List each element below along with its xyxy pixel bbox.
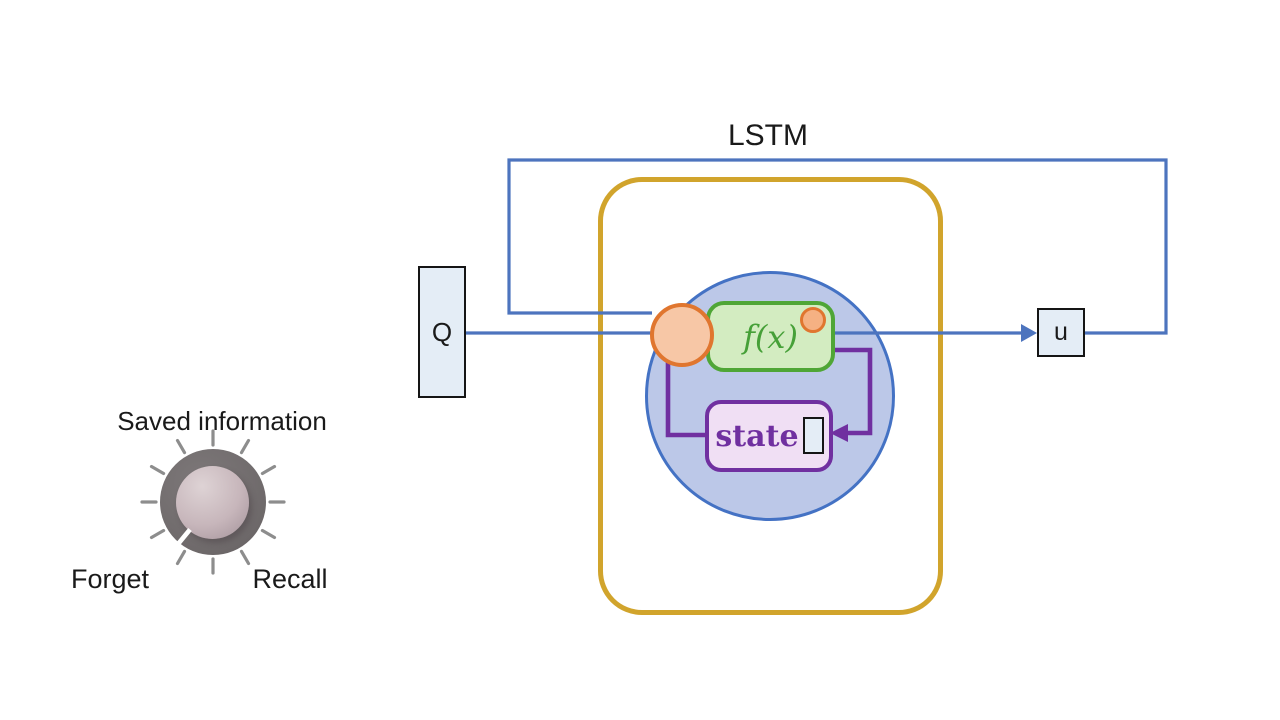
knob-tick [260,464,277,476]
feedback-loop-line [507,158,1168,335]
knob-tick [175,438,187,455]
knob-tick [175,549,187,566]
knob-tick [239,549,251,566]
state-to-fx-line [665,356,705,438]
knob-caption: Saved information [117,406,327,436]
state-cursor-rect [803,417,824,454]
state-box: state [705,400,833,472]
knob-tick [239,438,251,455]
lstm-cell-boundary [598,177,943,615]
arrowhead-into-state-icon [830,424,848,442]
knob-tick [260,528,277,540]
knob-ticks-layer [140,429,286,575]
knob-tick [149,464,166,476]
output-node-label: u [1054,318,1068,346]
knob-tick [149,528,166,540]
input-node: Q [418,266,466,398]
output-node: u [1037,308,1085,357]
state-label: state [715,418,799,454]
knob-recall-label: Recall [252,564,328,594]
arrowhead-into-u-icon [1021,324,1037,342]
knob-pointer-notch [174,528,192,548]
input-node-label: Q [431,316,453,347]
output-gate-circle [800,307,826,333]
input-gate-circle [650,303,714,367]
knob-dial [176,466,249,539]
function-label: f(x) [743,317,798,356]
knob-forget-label: Forget [70,564,150,594]
lstm-title: LSTM [727,119,808,152]
fx-to-state-line [835,347,873,436]
